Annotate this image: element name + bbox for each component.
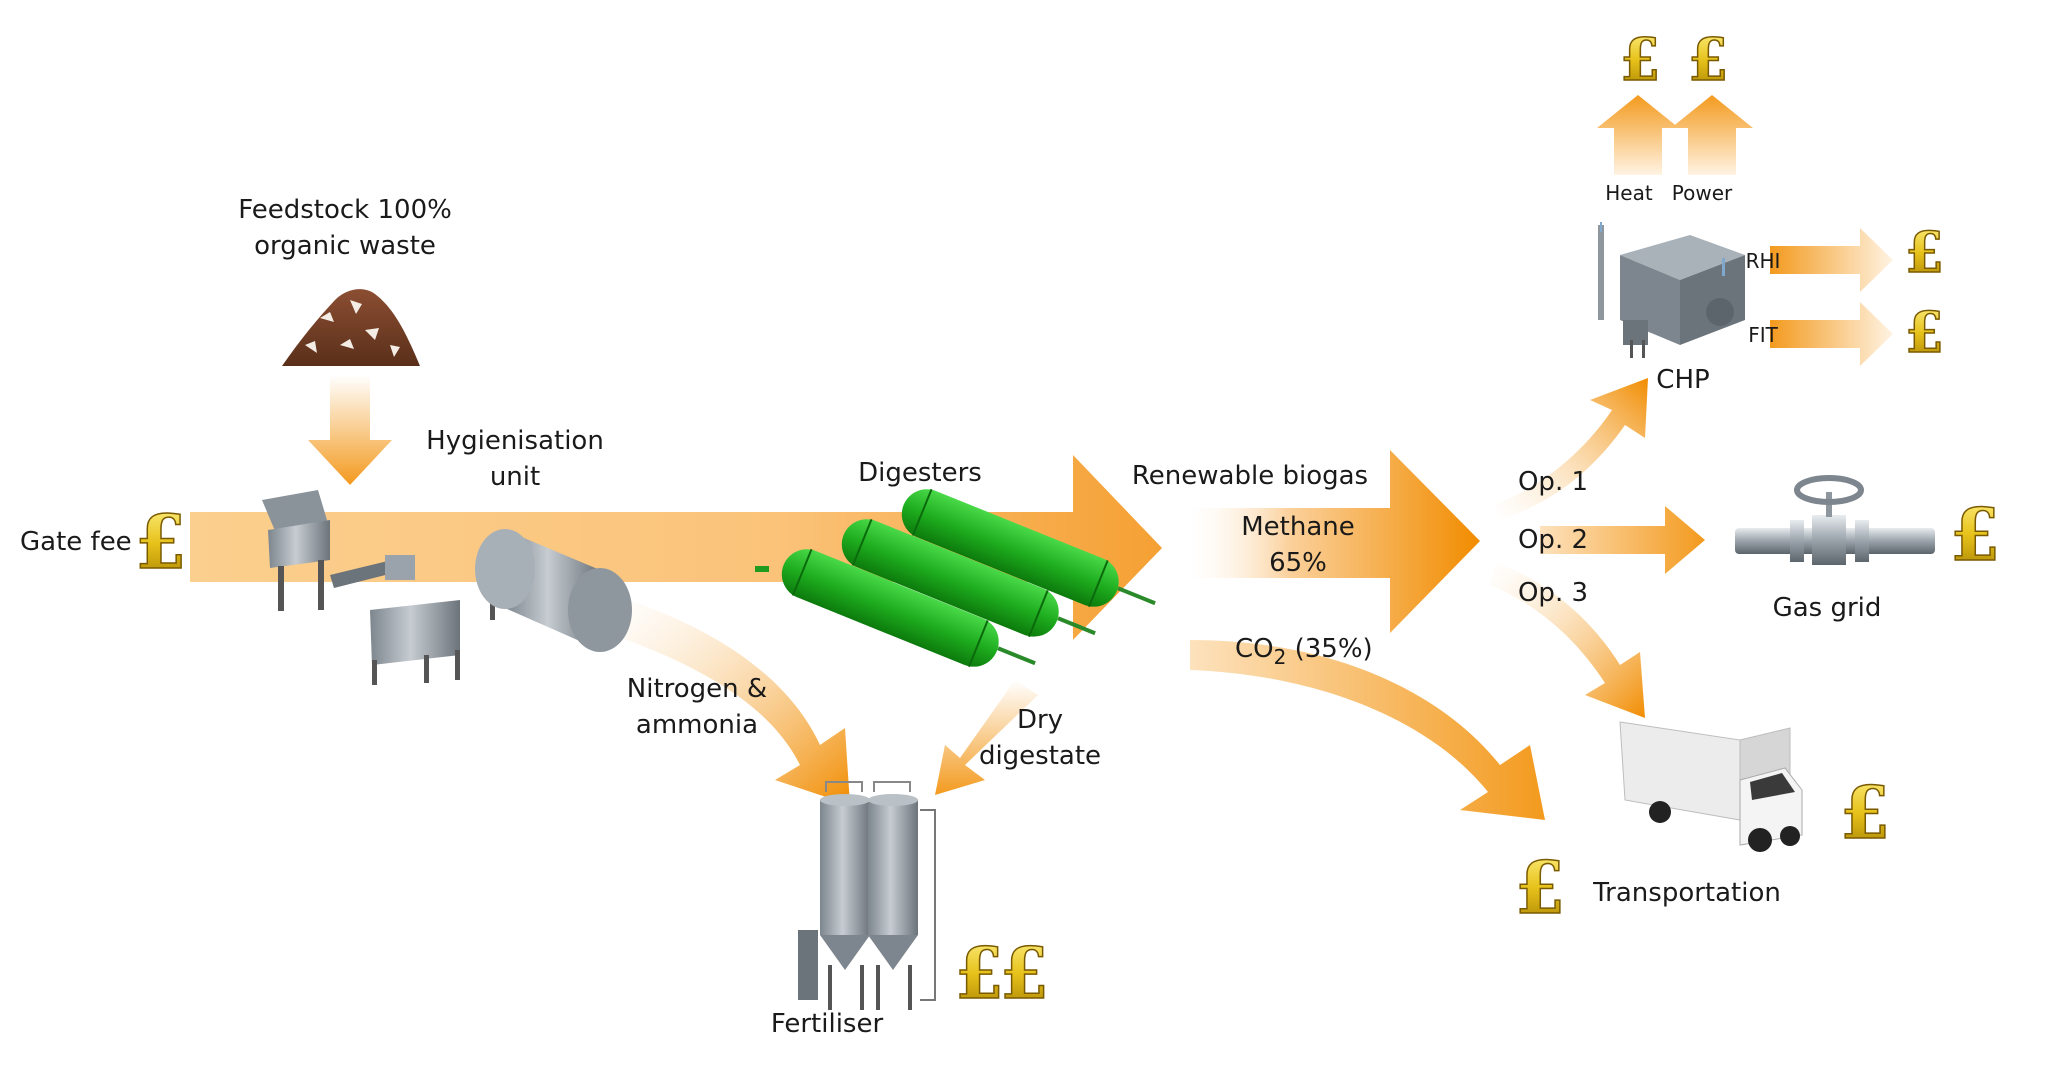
gas-grid-label: Gas grid <box>1773 593 1882 623</box>
op1-label: Op. 1 <box>1518 467 1588 497</box>
op1-arrow <box>1495 378 1648 520</box>
nitrogen-label-line1: Nitrogen & <box>627 674 767 704</box>
chp-label: CHP <box>1656 365 1709 395</box>
pound-coin-icon: £ <box>1840 770 1890 855</box>
op2-arrow <box>1540 506 1705 574</box>
fit-arrow <box>1770 302 1893 366</box>
pound-coin-icon: £ <box>1905 300 1944 366</box>
pound-coin-icon: £ <box>1688 26 1728 94</box>
pound-coin-icon: £ <box>955 932 1004 1015</box>
digesters-label: Digesters <box>858 458 982 488</box>
shredder-icon <box>262 490 460 685</box>
heat-up-arrow <box>1597 95 1679 175</box>
pound-coin-icon: £ <box>1620 26 1660 94</box>
power-up-arrow <box>1671 95 1753 175</box>
truck-icon <box>1619 721 1803 852</box>
silo-icon <box>798 781 936 1010</box>
heat-label: Heat <box>1605 181 1653 205</box>
digester-icon <box>755 488 1156 668</box>
pound-coin-icon: £ <box>1515 845 1565 930</box>
renewable-biogas-label: Renewable biogas <box>1132 461 1368 491</box>
fit-label: FIT <box>1748 323 1778 347</box>
methane-label-line1: Methane <box>1241 512 1355 542</box>
op3-arrow <box>1490 562 1645 718</box>
hygienisation-label-line1: Hygienisation <box>426 426 604 456</box>
transportation-label: Transportation <box>1592 878 1781 908</box>
tank-icon <box>475 529 632 652</box>
feedstock-down-arrow <box>308 375 392 485</box>
op3-label: Op. 3 <box>1518 578 1588 608</box>
gate-fee-label: Gate fee <box>20 527 132 557</box>
nitrogen-curve-arrow <box>605 597 850 805</box>
hygienisation-label-line2: unit <box>490 462 540 492</box>
chp-unit-icon <box>1598 222 1745 358</box>
pound-coin-icon: £ <box>135 500 187 586</box>
power-label: Power <box>1672 181 1733 205</box>
co2-label-suffix: (35%) <box>1286 634 1372 664</box>
nitrogen-label-line2: ammonia <box>636 710 758 740</box>
co2-curve-arrow <box>1190 640 1545 820</box>
pound-coin-icon: £ <box>1905 220 1944 286</box>
rhi-arrow <box>1770 228 1893 292</box>
methane-label-line2: 65% <box>1269 548 1327 578</box>
pound-coin-icon: £ <box>1950 492 2000 577</box>
co2-label: CO2 (35%) <box>1235 634 1373 669</box>
pipe-valve-icon <box>1735 475 1935 565</box>
dry-digestate-label-line2: digestate <box>979 741 1101 771</box>
feedstock-label-line1: Feedstock 100% <box>238 195 452 225</box>
rhi-label: RHI <box>1746 249 1781 273</box>
op2-label: Op. 2 <box>1518 525 1588 555</box>
co2-label-sub: 2 <box>1274 645 1287 669</box>
co2-label-prefix: CO <box>1235 634 1274 664</box>
dry-digestate-label-line1: Dry <box>1017 705 1063 735</box>
main-process-arrow <box>190 455 1162 640</box>
fertiliser-label: Fertiliser <box>771 1009 884 1039</box>
dry-digestate-arrow <box>935 680 1038 795</box>
waste-heap-icon <box>282 289 420 366</box>
methane-arrow <box>1188 450 1480 633</box>
pound-coin-icon: £ <box>1000 932 1049 1015</box>
feedstock-label-line2: organic waste <box>254 231 436 261</box>
